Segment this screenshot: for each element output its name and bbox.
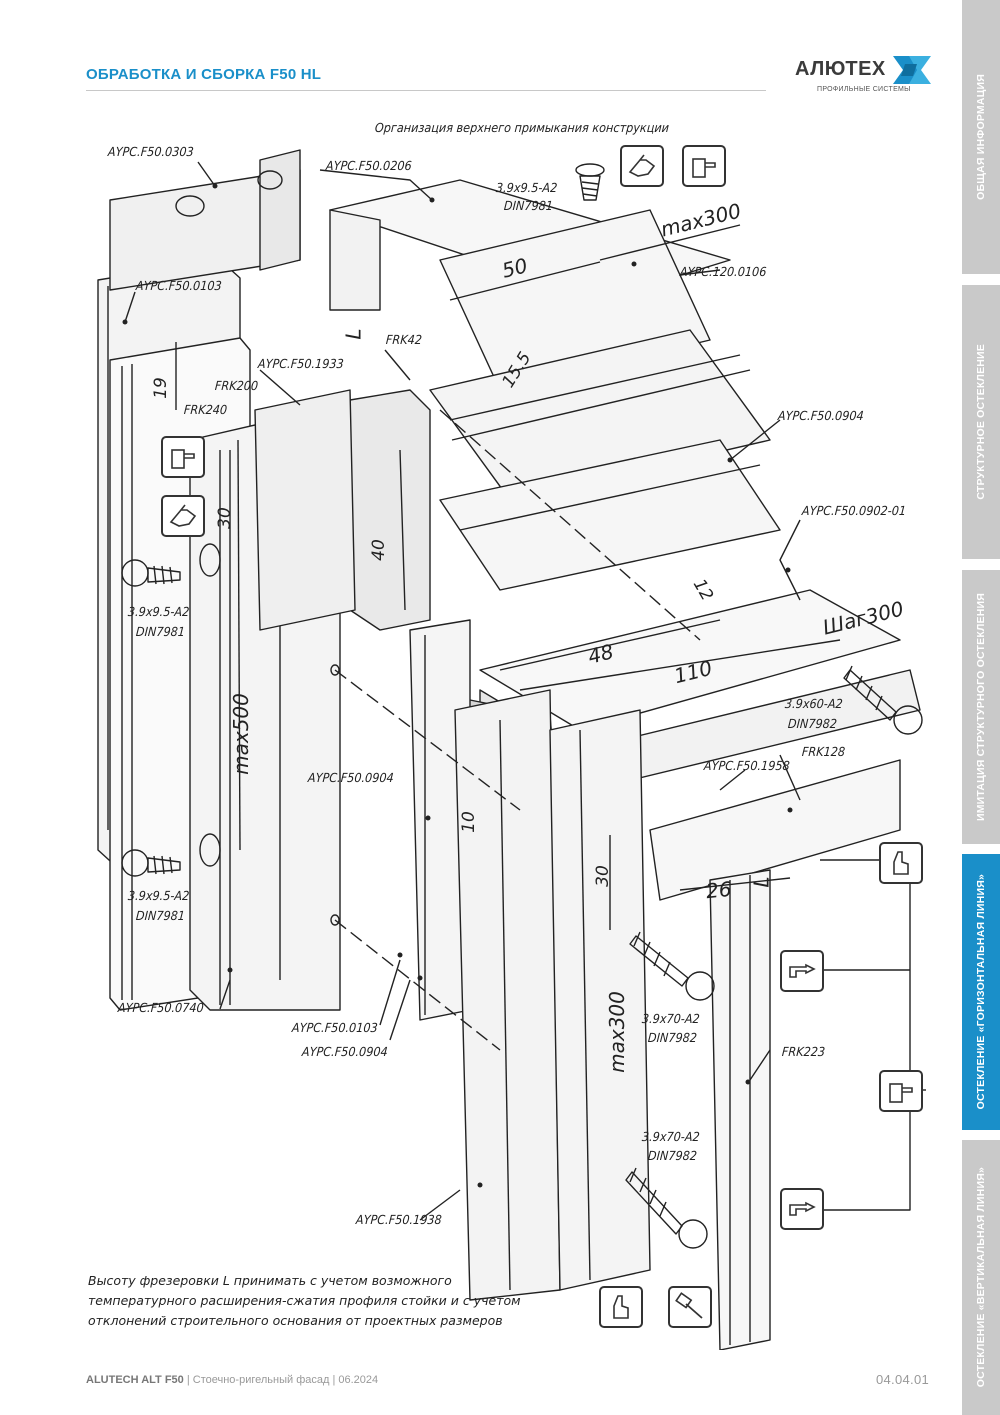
part-label: AYPC.F50.0740: [117, 1000, 205, 1015]
dimension-label: L: [341, 328, 366, 340]
dimension-label: 26: [704, 876, 733, 904]
dimension-label: L: [749, 876, 774, 888]
drill-icon: [682, 145, 726, 187]
section-tabs: ОБЩАЯ ИНФОРМАЦИЯ СТРУКТУРНОЕ ОСТЕКЛЕНИЕ …: [962, 0, 1000, 1415]
part-label: AYPC.F50.1958: [703, 758, 791, 773]
tab-vertical-line[interactable]: ОСТЕКЛЕНИЕ «ВЕРТИКАЛЬНАЯ ЛИНИЯ»: [962, 1140, 1000, 1415]
tab-general-info[interactable]: ОБЩАЯ ИНФОРМАЦИЯ: [962, 0, 1000, 274]
drill-icon: [161, 436, 205, 478]
footer-date: 06.2024: [338, 1374, 379, 1386]
part-label: AYPC.F50.0206: [325, 158, 413, 173]
pointing-hand-icon: [780, 950, 824, 992]
header-divider: [86, 90, 766, 91]
part-label: AYPC.F50.0904: [307, 770, 395, 785]
part-label: AYPC.F50.0904: [301, 1044, 389, 1059]
drill-icon: [879, 1070, 923, 1112]
screw-size: 3.9x9.5-A2: [127, 604, 190, 619]
screw-size: 3.9x9.5-A2: [495, 180, 558, 195]
logo-mark-icon: [893, 56, 931, 84]
part-label: FRK128: [801, 744, 846, 759]
part-label: FRK42: [385, 332, 423, 347]
part-label: AYPC.F50.1933: [257, 356, 345, 371]
press-icon: [599, 1286, 643, 1328]
screw-size: 3.9x60-A2: [784, 696, 844, 711]
assembly-note: Высоту фрезеровки L принимать с учетом в…: [88, 1273, 521, 1328]
mallet-icon: [668, 1286, 712, 1328]
logo-name: АЛЮТЕХ: [795, 58, 886, 80]
part-label: FRK240: [183, 402, 228, 417]
screw-standard: DIN7981: [503, 198, 554, 213]
page-title: ОБРАБОТКА И СБОРКА F50 HL: [86, 66, 322, 83]
tab-structural-glazing[interactable]: СТРУКТУРНОЕ ОСТЕКЛЕНИЕ: [962, 285, 1000, 559]
screw-standard: DIN7981: [135, 624, 186, 639]
manual-assembly-icon: [161, 495, 205, 537]
manual-assembly-icon: [620, 145, 664, 187]
screw-size: 3.9x70-A2: [641, 1011, 701, 1026]
pointing-hand-icon: [780, 1188, 824, 1230]
dimension-label: 40: [368, 539, 389, 561]
part-label: AYPC.F50.0303: [107, 144, 195, 159]
dimension-label: max500: [228, 693, 253, 775]
screw-standard: DIN7982: [647, 1030, 698, 1045]
footer-doc: Стоечно-ригельный фасад: [192, 1374, 330, 1386]
part-label: AYPC.F50.0103: [135, 278, 223, 293]
screw-standard: DIN7981: [135, 908, 186, 923]
part-label: AYPC.F50.0103: [291, 1020, 379, 1035]
screw-size: 3.9x70-A2: [641, 1129, 701, 1144]
tab-horizontal-line[interactable]: ОСТЕКЛЕНИЕ «ГОРИЗОНТАЛЬНАЯ ЛИНИЯ»: [962, 854, 1000, 1130]
dimension-label: 19: [150, 377, 171, 399]
press-icon: [879, 842, 923, 884]
screw-size: 3.9x9.5-A2: [127, 888, 190, 903]
drawing-caption: Организация верхнего примыкания конструк…: [374, 120, 670, 135]
dimension-label: 10: [458, 811, 479, 833]
tab-structural-imitation[interactable]: ИМИТАЦИЯ СТРУКТУРНОГО ОСТЕКЛЕНИЯ: [962, 570, 1000, 844]
part-label: AYPC.F50.0902-01: [801, 503, 907, 518]
assembly-drawing: Организация верхнего примыкания конструк…: [80, 110, 940, 1350]
assembly-drawing-svg: [97, 149, 926, 1350]
screw-standard: DIN7982: [647, 1148, 698, 1163]
part-label: AYPC.F50.0904: [777, 408, 865, 423]
brand-logo: АЛЮТЕХ ПРОФИЛЬНЫЕ СИСТЕМЫ: [795, 52, 945, 98]
screw-standard: DIN7982: [787, 716, 838, 731]
footer: ALUTECH ALT F50 | Стоечно-ригельный фаса…: [86, 1374, 379, 1386]
part-label: AYPC.F50.1938: [355, 1212, 443, 1227]
part-label: FRK223: [781, 1044, 826, 1059]
dimension-label: max300: [604, 991, 629, 1073]
part-label: AYPC.120.0106: [679, 264, 767, 279]
page-number: 04.04.01: [876, 1372, 930, 1387]
footer-product: ALUTECH ALT F50: [86, 1374, 184, 1386]
dimension-label: 30: [214, 507, 235, 529]
part-label: FRK200: [214, 378, 259, 393]
logo-subtitle: ПРОФИЛЬНЫЕ СИСТЕМЫ: [817, 86, 911, 93]
dimension-label: 30: [592, 865, 613, 887]
